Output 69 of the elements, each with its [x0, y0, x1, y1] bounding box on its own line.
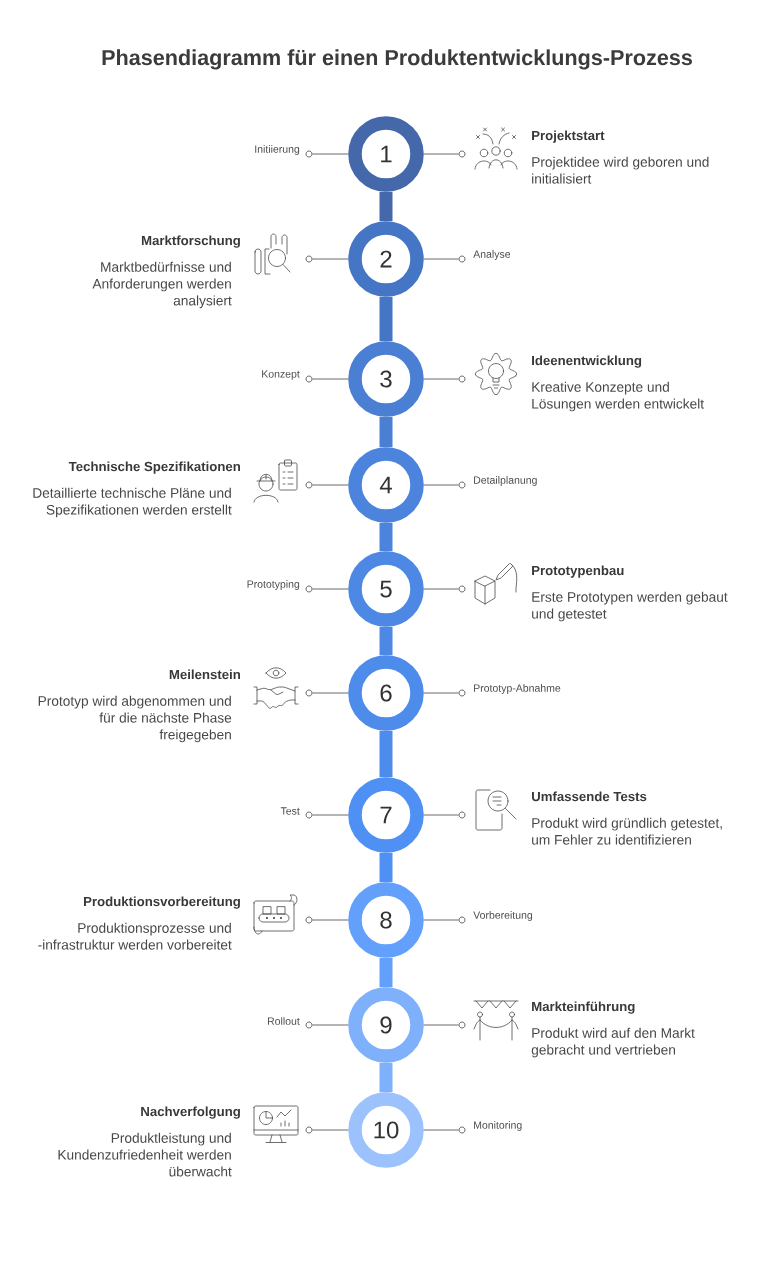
connector-line [423, 588, 459, 590]
heading: Prototypenbau [532, 565, 624, 578]
phase-label: Konzept [262, 370, 300, 380]
phase-label: Monitoring [474, 1121, 522, 1131]
timeline-bar [379, 1062, 393, 1093]
description: Projektidee wird geboren und initialisiert [532, 156, 709, 184]
connector-line [423, 919, 459, 921]
description: Produkt wird gründlich getestet, um Fehler zu identifizieren [532, 817, 722, 845]
phase-label: Rollout [268, 1017, 300, 1025]
phase-label: Analyse [473, 250, 511, 260]
heading: Meilenstein [169, 669, 240, 680]
connector-line [312, 484, 349, 486]
phase-label: Prototyping [247, 580, 300, 590]
timeline-bar [379, 522, 393, 552]
description: Prototyp wird abgenommen und für die nächste Phase freigegeben [38, 695, 232, 743]
description: Produktleistung und Kundenzufriedenheit werden überwacht [58, 1132, 232, 1177]
heading: Umfassende Tests [532, 791, 647, 802]
connector-line [312, 1024, 349, 1026]
phase-label: Detailplanung [474, 476, 537, 486]
description: Produktionsprozesse und -infrastruktur werden vorbereitet [38, 922, 232, 950]
timeline-bar [379, 626, 393, 656]
description: Kreative Konzepte und Lösungen werden entwickelt [532, 381, 704, 412]
connector-line [423, 1024, 459, 1026]
chart-search-icon [254, 233, 291, 275]
lightbulb-gear-icon [474, 352, 518, 396]
document-search-icon [475, 789, 517, 831]
connector-line [312, 1129, 349, 1131]
people-icon [474, 127, 518, 170]
engineer-clipboard-icon [253, 459, 298, 503]
heading: Produktionsvorbereitung [84, 896, 240, 909]
bunting-icon [473, 1000, 519, 1041]
connector-line [423, 814, 459, 816]
title: Phasendiagramm für einen Produktentwicklungs-Prozess [102, 49, 692, 70]
description: Marktbedürfnisse und Anforderungen werden analysiert [92, 261, 232, 309]
heading: Nachverfolgung [141, 1106, 240, 1119]
timeline-bar [379, 852, 393, 883]
conveyor-icon [253, 894, 298, 935]
description: Erste Prototypen werden gebaut und getestet [532, 591, 728, 622]
phase-label: Prototyp-Abnahme [474, 684, 561, 694]
description: Produkt wird auf den Markt gebracht und vertrieben [531, 1027, 695, 1058]
monitor-chart-icon [253, 1105, 299, 1143]
connector-line [312, 153, 349, 155]
handshake-icon [253, 667, 299, 709]
connector-line [423, 484, 459, 486]
connector-line [312, 919, 349, 921]
cube-pen-icon [474, 563, 518, 605]
connector-line [312, 258, 349, 260]
timeline-bar [379, 296, 393, 342]
connector-line [423, 1129, 459, 1131]
heading: Marktforschung [141, 235, 240, 248]
connector-line [423, 378, 459, 380]
heading: Technische Spezifikationen [68, 461, 240, 474]
heading: Markteinführung [532, 1001, 635, 1014]
heading: Projektstart [532, 130, 605, 143]
connector-line [423, 153, 459, 155]
connector-line [423, 258, 459, 260]
phase-label: Test [280, 807, 300, 815]
description: Detaillierte technische Pläne und Spezifikationen werden erstellt [33, 487, 232, 518]
heading: Ideenentwicklung [532, 355, 642, 368]
phase-label: Initiierung [255, 145, 300, 155]
connector-line [312, 814, 349, 816]
timeline-bar [379, 416, 393, 448]
timeline-bar [379, 957, 393, 988]
timeline-bar [379, 730, 393, 778]
connector-line [312, 378, 349, 380]
connector-line [423, 692, 459, 694]
connector-line [312, 588, 349, 590]
timeline-bar [379, 191, 393, 222]
phase-label: Vorbereitung [473, 911, 533, 921]
